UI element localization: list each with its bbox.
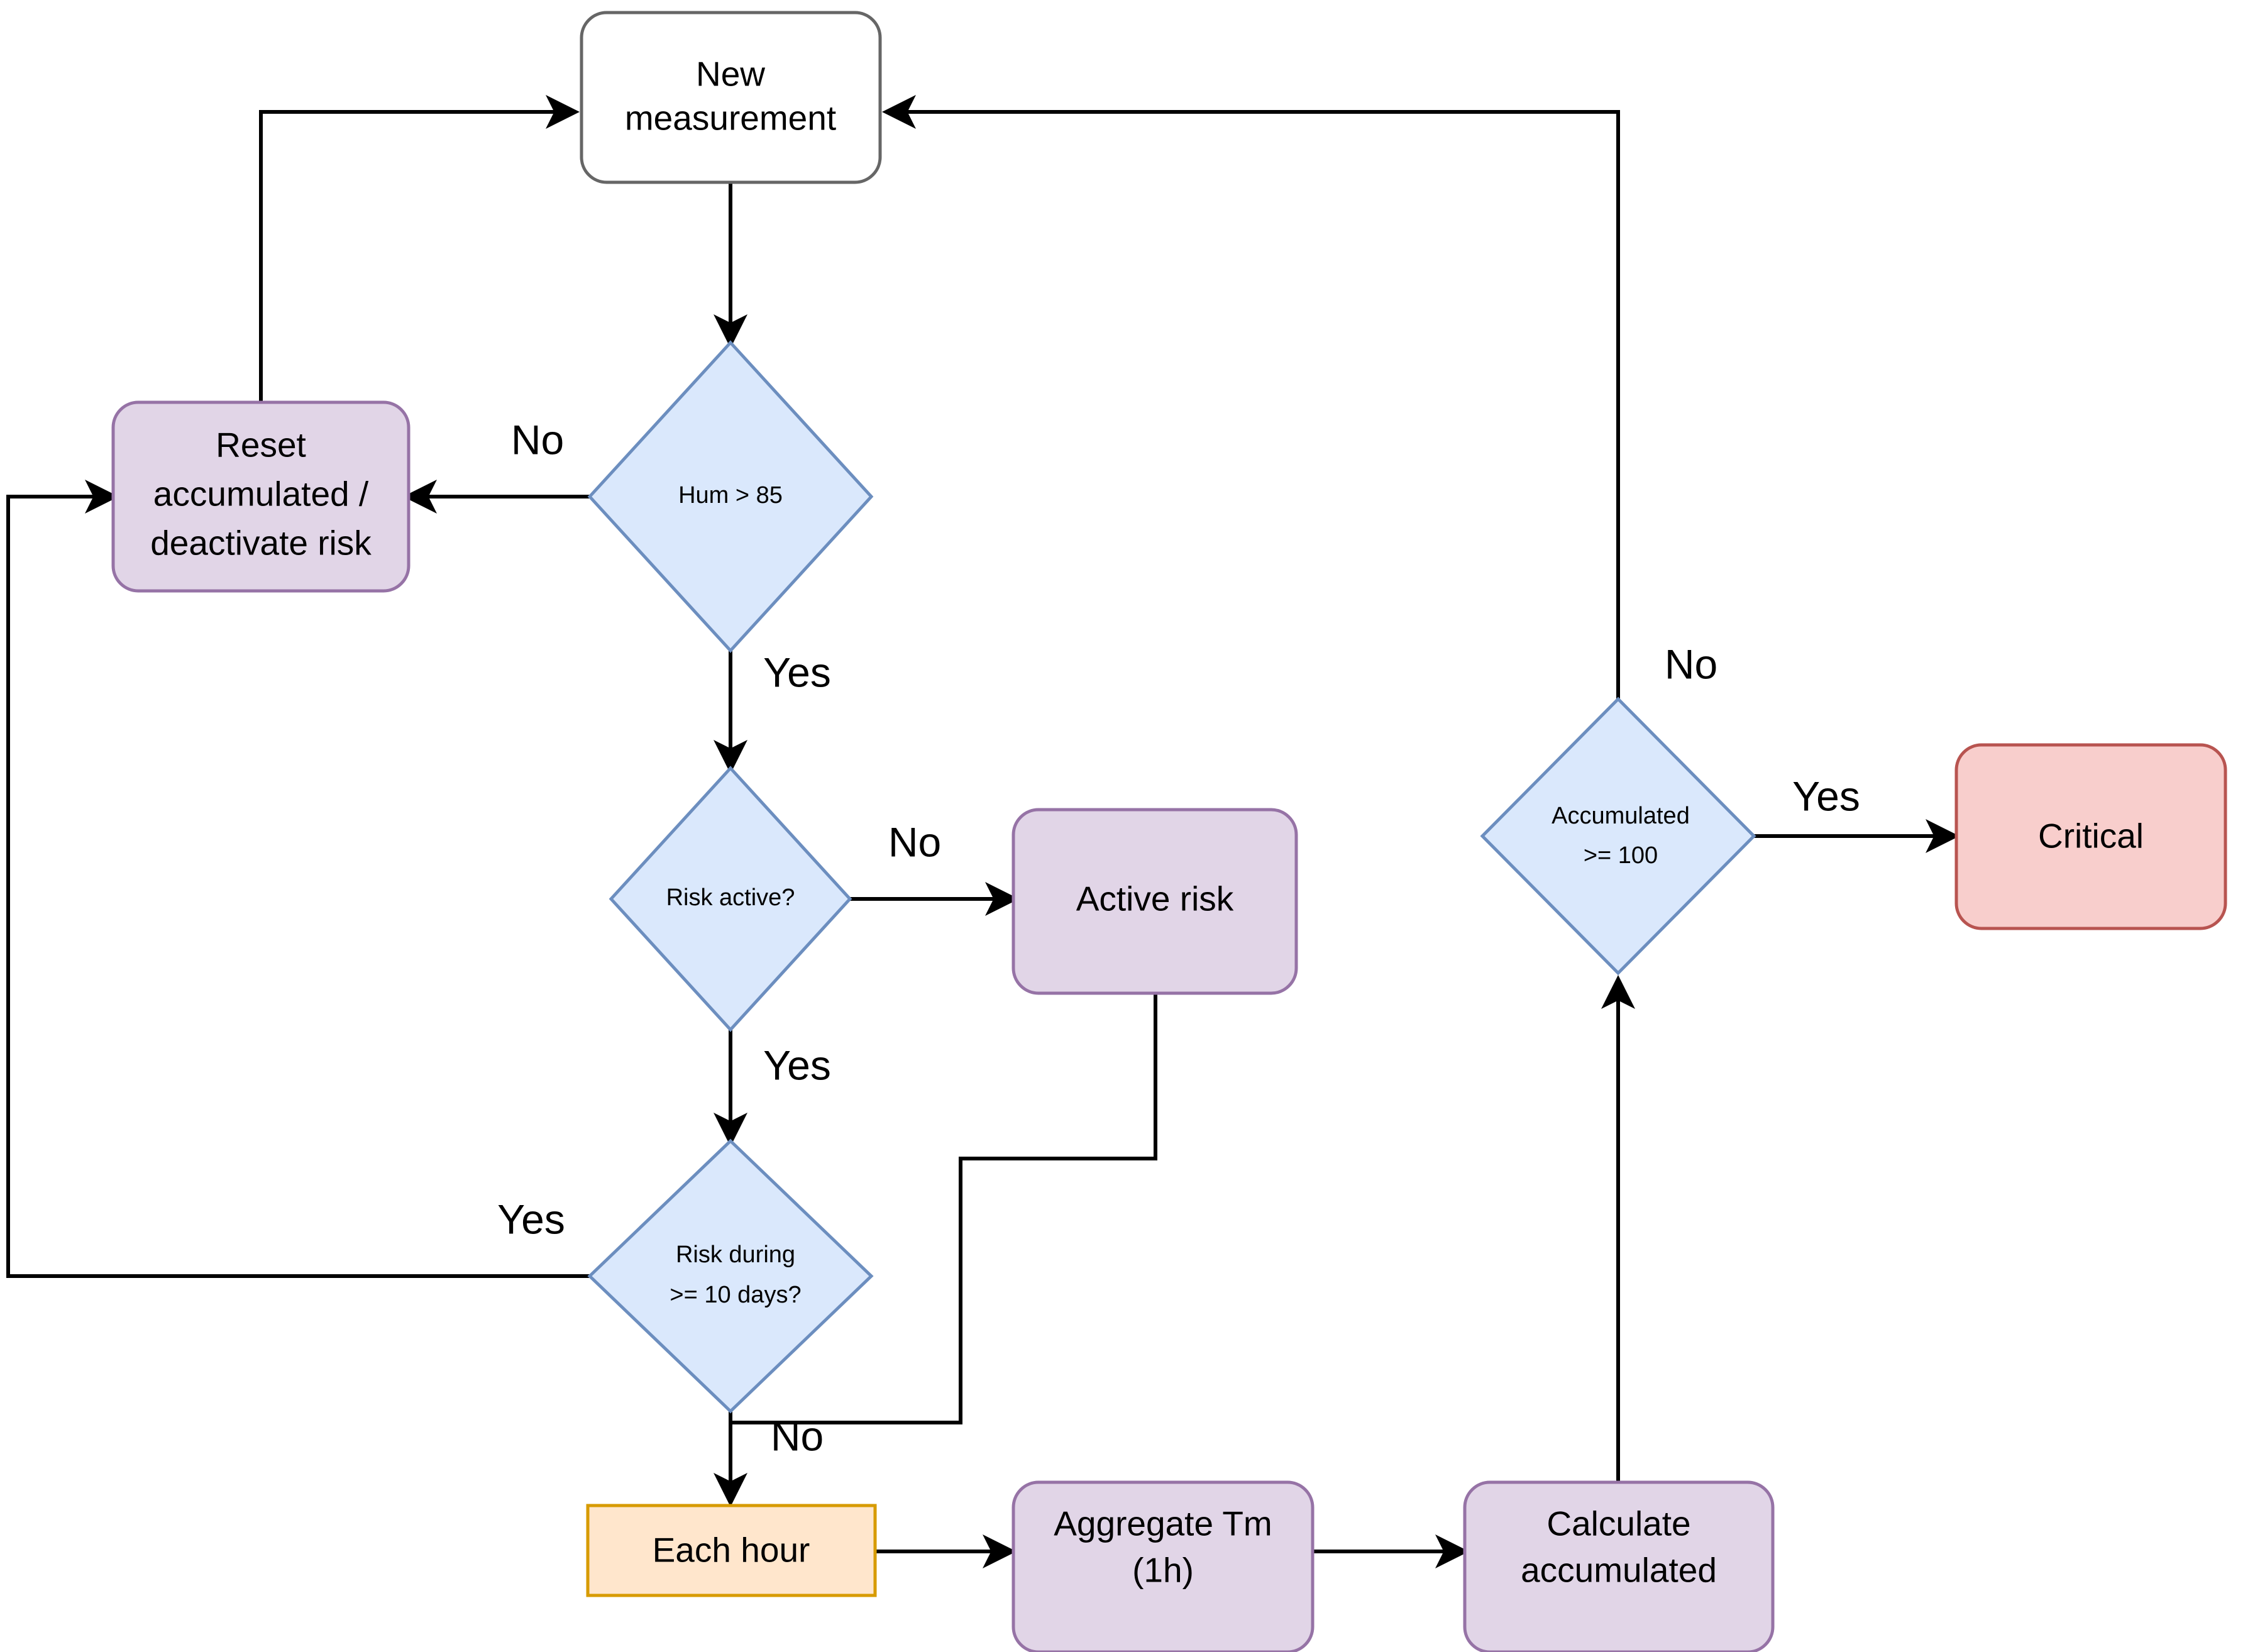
reset-accumulated-label-line1: Reset bbox=[216, 426, 306, 465]
node-new-measurement[interactable]: New measurement bbox=[580, 11, 882, 184]
edge-risk-active-no-to-active-risk: No bbox=[850, 818, 1019, 916]
hum-check-label: Hum > 85 bbox=[678, 482, 783, 509]
active-risk-shape[interactable] bbox=[1011, 808, 1298, 995]
aggregate-tm-label-line2: (1h) bbox=[1132, 1551, 1194, 1590]
node-hum-check[interactable]: Hum > 85 bbox=[587, 340, 874, 653]
risk-active-shape[interactable] bbox=[609, 766, 852, 1032]
calculate-accumulated-label-line2: accumulated bbox=[1521, 1551, 1717, 1590]
node-critical[interactable]: Critical bbox=[1954, 743, 2227, 930]
accumulated-check-shape[interactable] bbox=[1480, 697, 1756, 976]
edge-label-riskactive-yes: Yes bbox=[763, 1042, 831, 1088]
risk-during-days-shape[interactable] bbox=[587, 1138, 874, 1414]
calculate-accumulated-label-line1: Calculate bbox=[1546, 1504, 1690, 1543]
reset-accumulated-label-line3: deactivate risk bbox=[150, 524, 372, 563]
reset-accumulated-shape[interactable] bbox=[111, 400, 411, 593]
node-reset-accumulated[interactable]: Reset accumulated / deactivate risk bbox=[111, 400, 411, 593]
node-active-risk[interactable]: Active risk bbox=[1011, 808, 1298, 995]
node-accumulated-check[interactable]: Accumulated >= 100 bbox=[1480, 697, 1756, 976]
reset-accumulated-label-line2: accumulated / bbox=[153, 475, 369, 514]
accumulated-check-label-line1: Accumulated bbox=[1552, 803, 1690, 829]
calculate-accumulated-shape[interactable] bbox=[1463, 1480, 1775, 1652]
edge-label-hum-no: No bbox=[511, 416, 564, 463]
edge-label-accumulated-yes: Yes bbox=[1792, 773, 1860, 819]
edge-accumulated-yes-to-critical: Yes bbox=[1754, 773, 1960, 853]
edge-hum-check-no-to-reset: No bbox=[403, 416, 590, 514]
each-hour-label: Each hour bbox=[653, 1531, 810, 1570]
risk-during-days-label-line1: Risk during bbox=[676, 1242, 795, 1268]
edge-risk-active-yes-to-risk-days: Yes bbox=[714, 1030, 831, 1147]
edge-label-accumulated-no: No bbox=[1665, 641, 1717, 687]
new-measurement-label-line2: measurement bbox=[625, 99, 836, 138]
aggregate-tm-label-line1: Aggregate Tm bbox=[1054, 1504, 1272, 1543]
edge-risk-days-no-to-each-hour: No bbox=[714, 1411, 824, 1507]
new-measurement-label-line1: New bbox=[696, 55, 765, 94]
edge-label-riskdays-no: No bbox=[771, 1412, 824, 1459]
aggregate-tm-shape[interactable] bbox=[1011, 1480, 1315, 1652]
critical-label: Critical bbox=[2038, 817, 2144, 856]
node-risk-active[interactable]: Risk active? bbox=[609, 766, 852, 1032]
edge-label-riskdays-yes: Yes bbox=[497, 1196, 565, 1242]
critical-shape[interactable] bbox=[1954, 743, 2227, 930]
accumulated-check-label-line2: >= 100 bbox=[1584, 842, 1658, 869]
edge-label-hum-yes: Yes bbox=[763, 649, 831, 695]
edge-risk-days-yes-to-reset: Yes bbox=[6, 480, 590, 1278]
node-aggregate-tm[interactable]: Aggregate Tm (1h) bbox=[1011, 1480, 1315, 1652]
new-measurement-shape[interactable] bbox=[580, 11, 882, 184]
edge-reset-to-new-measurement bbox=[259, 95, 580, 402]
edge-active-risk-to-each-hour bbox=[730, 993, 1157, 1424]
node-calculate-accumulated[interactable]: Calculate accumulated bbox=[1463, 1480, 1775, 1652]
hum-check-shape[interactable] bbox=[587, 340, 874, 653]
active-risk-label: Active risk bbox=[1076, 879, 1234, 918]
risk-during-days-label-line2: >= 10 days? bbox=[670, 1282, 801, 1308]
edge-hum-check-yes-to-risk-active: Yes bbox=[714, 649, 831, 774]
risk-active-label: Risk active? bbox=[666, 884, 795, 911]
node-risk-during-days[interactable]: Risk during >= 10 days? bbox=[587, 1138, 874, 1414]
edge-accumulated-no-to-new-measurement: No bbox=[882, 95, 1717, 699]
each-hour-shape[interactable] bbox=[586, 1504, 877, 1597]
node-each-hour[interactable]: Each hour bbox=[586, 1504, 877, 1597]
edge-label-riskactive-no: No bbox=[888, 818, 941, 865]
